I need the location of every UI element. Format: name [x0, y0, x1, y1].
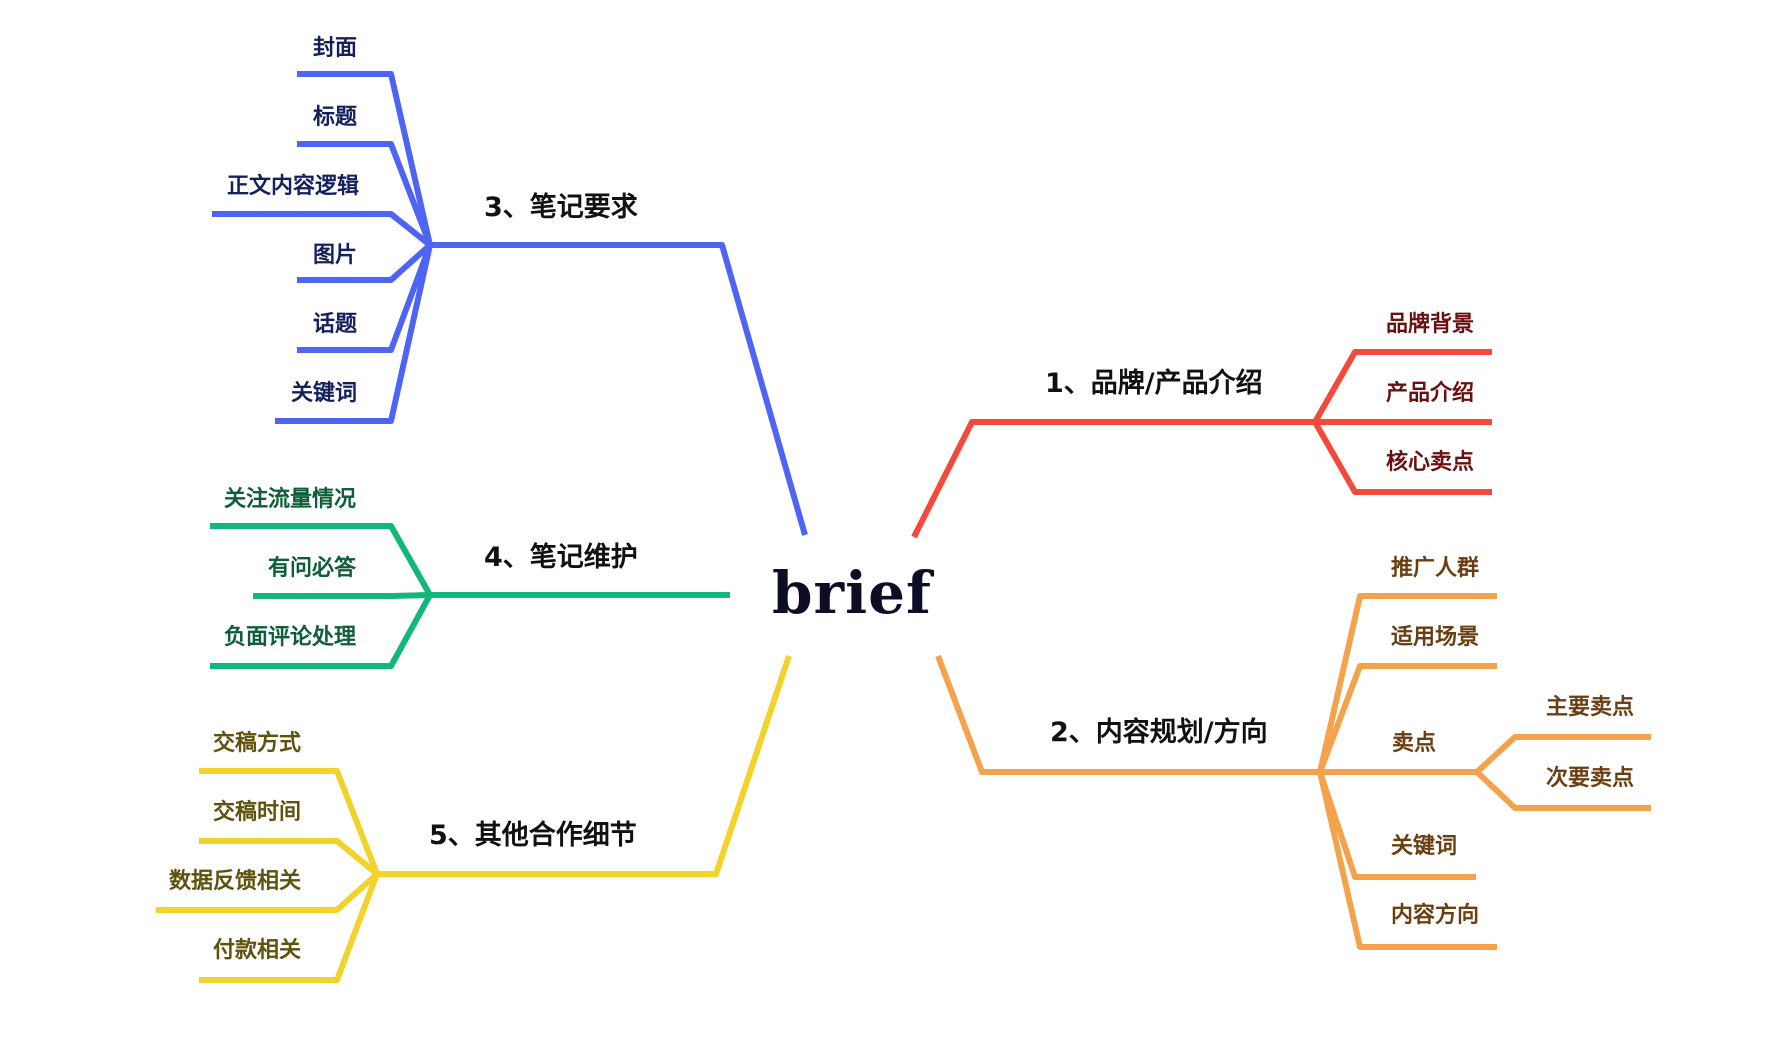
branch-2-child-connector	[1317, 771, 1476, 880]
branch-1-item-product[interactable]: 产品介绍	[1385, 381, 1475, 406]
branch-2-title[interactable]: 2、内容规划/方向	[1050, 717, 1268, 748]
branch-3-connector	[430, 242, 808, 536]
branch-2-item-scenario[interactable]: 适用场景	[1390, 625, 1480, 650]
branch-5-child-connector	[199, 872, 380, 983]
branch-4-child-connector	[253, 592, 431, 599]
branch-3-item-title[interactable]: 标题	[312, 105, 358, 130]
branch-2-item-keywords[interactable]: 关键词	[1390, 834, 1458, 859]
branch-3-child-connector	[297, 242, 433, 283]
branch-5-child-connector	[199, 768, 380, 876]
branch-1-child-connector	[1312, 349, 1492, 424]
branch-3-item-keywords[interactable]: 关键词	[290, 381, 358, 406]
branch-2-item-direction[interactable]: 内容方向	[1390, 903, 1480, 928]
branch-1-title[interactable]: 1、品牌/产品介绍	[1045, 368, 1263, 399]
branch-1-item-core[interactable]: 核心卖点	[1385, 450, 1475, 475]
branch-2-sub-connector	[1474, 769, 1651, 811]
branch-2-child-connector	[1317, 663, 1497, 774]
branch-5-title[interactable]: 5、其他合作细节	[429, 820, 637, 851]
branch-2-item-audience[interactable]: 推广人群	[1390, 556, 1480, 581]
branch-3-child-connector	[297, 141, 433, 247]
branch-4-item-negative[interactable]: 负面评论处理	[223, 625, 357, 650]
branch-1-connector	[911, 419, 1315, 539]
branch-4-item-answer[interactable]: 有问必答	[267, 556, 357, 581]
branch-5-item-time[interactable]: 交稿时间	[212, 800, 302, 825]
branch-4-item-traffic[interactable]: 关注流量情况	[223, 487, 357, 512]
branch-3-child-connector	[212, 211, 432, 248]
branch-4-child-connector	[210, 593, 433, 669]
branch-1-child-connector	[1312, 420, 1492, 495]
branch-5-child-connector	[156, 871, 380, 913]
branch-3-child-connector	[275, 244, 433, 424]
branch-2-sub-primary[interactable]: 主要卖点	[1545, 695, 1635, 720]
branch-2-item-selling[interactable]: 卖点	[1391, 731, 1437, 756]
branch-2-child-connector	[1317, 771, 1497, 950]
branch-5-item-data[interactable]: 数据反馈相关	[168, 869, 302, 894]
branch-5-child-connector	[199, 838, 379, 877]
central-topic[interactable]: brief	[772, 559, 932, 627]
branch-3-item-body-logic[interactable]: 正文内容逻辑	[226, 174, 360, 199]
branch-3-child-connector	[297, 71, 433, 246]
branch-3-item-images[interactable]: 图片	[312, 243, 358, 268]
branch-5-item-payment[interactable]: 付款相关	[212, 938, 302, 963]
branch-3-item-cover[interactable]: 封面	[312, 36, 358, 61]
branch-5-item-method[interactable]: 交稿方式	[212, 731, 302, 756]
branch-3-item-topics[interactable]: 话题	[312, 312, 358, 337]
branch-4-title[interactable]: 4、笔记维护	[484, 542, 638, 573]
branch-3-title[interactable]: 3、笔记要求	[484, 192, 638, 223]
branch-1-item-brand[interactable]: 品牌背景	[1385, 312, 1475, 337]
branch-5-connector	[377, 655, 792, 877]
branch-2-sub-secondary[interactable]: 次要卖点	[1545, 766, 1635, 791]
branch-2-connector	[935, 654, 1320, 775]
branch-2-child-connector	[1317, 593, 1497, 773]
branch-3-child-connector	[297, 243, 433, 353]
branch-2-sub-connector	[1474, 734, 1651, 775]
branch-4-child-connector	[210, 523, 433, 597]
